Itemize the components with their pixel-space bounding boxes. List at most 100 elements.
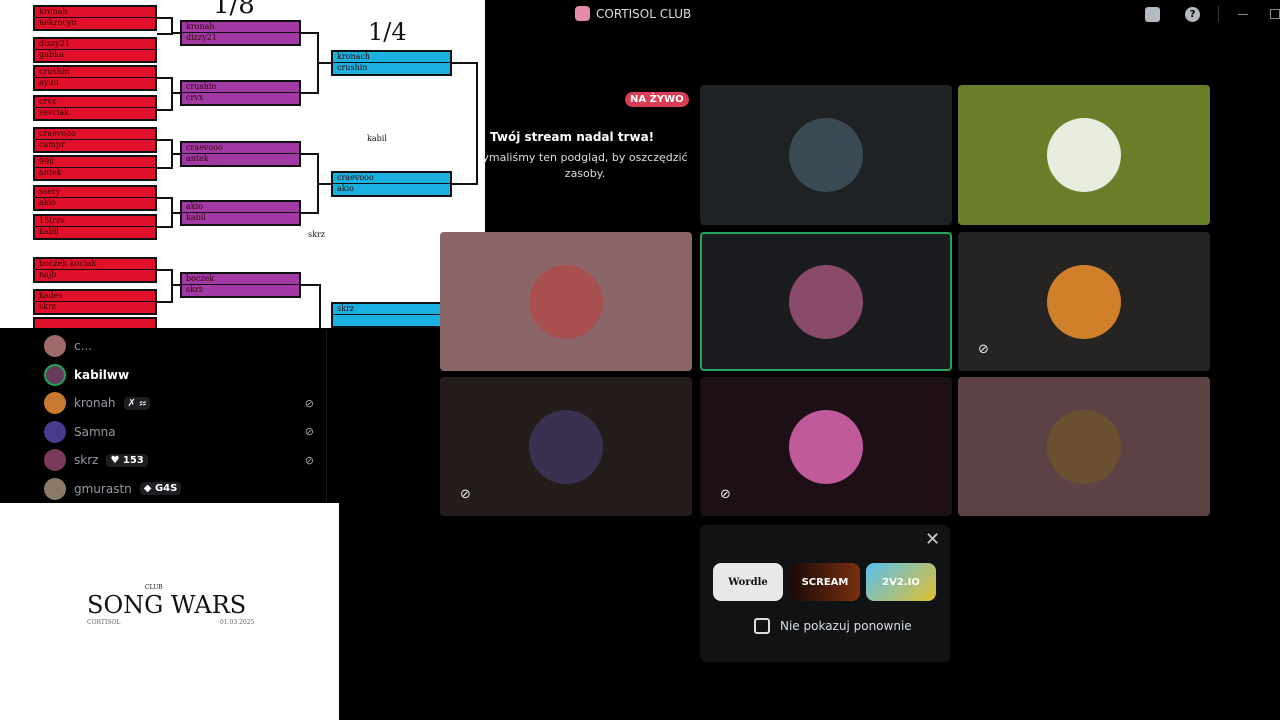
bracket-match: skrz	[331, 302, 452, 328]
bracket-player: dizzy21	[35, 39, 155, 50]
avatar	[44, 363, 66, 386]
bracket-player: campr	[39, 140, 65, 149]
server-icon	[575, 6, 590, 21]
avatar	[789, 264, 863, 339]
stream-heading: Twój stream nadal trwa!	[490, 130, 655, 144]
divider	[1218, 6, 1219, 22]
bracket-player: dizzy21	[186, 33, 217, 42]
video-tile[interactable]	[440, 232, 692, 371]
bracket-player	[333, 315, 450, 326]
song-wars-banner: CLUB SONG WARS CORTISOL 01.03.2025	[0, 503, 339, 720]
stream-paused-notice: NA ŻYWO Twój stream nadal trwa! ymaliśmy…	[440, 85, 691, 225]
bracket-connector	[157, 197, 173, 199]
banner-date: 01.03.2025	[220, 619, 255, 626]
avatar	[789, 118, 863, 192]
bracket-connector	[171, 284, 180, 286]
dont-show-checkbox[interactable]	[754, 618, 770, 634]
stream-body: ymaliśmy ten podgląd, by oszczędzić zaso…	[482, 151, 688, 180]
dont-show-label: Nie pokazuj ponownie	[780, 619, 912, 633]
bracket-connector	[317, 183, 331, 185]
member-name: kabilww	[74, 367, 130, 382]
banner-sub: CORTISOL	[87, 619, 121, 626]
bracket-player: antek	[39, 168, 62, 177]
bracket-connector	[319, 284, 321, 328]
member-item[interactable]: skrz♥ 153⊘	[44, 448, 314, 472]
server-title: CORTISOL CLUB	[575, 6, 691, 21]
activity-popup: ✕ Wordle SCREAM 2V2.IO Nie pokazuj ponow…	[700, 525, 950, 662]
help-icon[interactable]: ?	[1185, 7, 1200, 22]
bracket-connector	[157, 269, 173, 271]
member-badge: ◆ G4S	[139, 482, 182, 495]
bracket-player: akio	[337, 184, 354, 193]
minimize-icon[interactable]	[1238, 14, 1248, 15]
bracket-player: 99k	[35, 157, 155, 168]
bracket-player: craevooo	[182, 143, 299, 154]
avatar	[44, 477, 66, 500]
bracket-connector	[301, 212, 319, 214]
bracket-connector	[157, 33, 173, 35]
bracket-connector	[157, 139, 173, 141]
muted-mic-icon: ⊘	[978, 342, 989, 357]
member-badge: ✗ ⸗⸗	[123, 396, 151, 410]
avatar	[1047, 118, 1121, 192]
game-scream[interactable]: SCREAM	[790, 563, 860, 601]
bracket-connector	[301, 92, 319, 94]
bracket-connector	[452, 183, 478, 185]
bracket-player: crvx	[35, 97, 155, 108]
maximize-icon[interactable]	[1270, 9, 1280, 19]
bracket-player: craevooo	[35, 129, 155, 140]
bracket-connector	[171, 17, 173, 33]
member-item[interactable]: gmurastn ◆ G4S	[44, 477, 314, 501]
video-tile[interactable]: ⊘	[440, 377, 692, 516]
member-name: gmurastn	[74, 481, 132, 496]
game-2v2[interactable]: 2V2.IO	[866, 563, 936, 601]
bracket-player: boczek kociak	[35, 259, 155, 270]
video-tile[interactable]: ⊘	[958, 232, 1210, 371]
bracket-connector	[476, 62, 478, 185]
bracket-player: sevciak	[39, 108, 70, 117]
member-item[interactable]: c...	[44, 334, 314, 358]
bracket-connector	[157, 226, 173, 228]
game-wordle[interactable]: Wordle	[713, 563, 783, 601]
video-tile[interactable]	[958, 85, 1210, 225]
round-label-1-8: 1/8	[213, 0, 255, 20]
close-icon[interactable]: ✕	[925, 529, 941, 550]
muted-mic-icon: ⊘	[304, 396, 314, 410]
bracket-connector	[317, 153, 319, 212]
bracket-connector	[171, 92, 180, 94]
bracket-connector	[157, 167, 173, 169]
video-tile[interactable]	[700, 85, 952, 225]
bracket-connector	[157, 109, 173, 111]
bracket-player: akio	[182, 202, 299, 213]
bracket-connector	[157, 17, 173, 19]
video-tile[interactable]: ⊘	[700, 377, 952, 516]
muted-mic-icon: ⊘	[304, 453, 314, 467]
bracket-player: kades	[35, 291, 155, 302]
avatar	[789, 409, 863, 484]
avatar	[1047, 409, 1121, 484]
bracket-connector	[171, 212, 180, 214]
video-tile[interactable]	[700, 232, 952, 371]
member-item[interactable]: kabilww	[44, 363, 314, 387]
bracket-player: ayuu	[39, 78, 59, 87]
server-name: CORTISOL CLUB	[596, 6, 692, 21]
member-item[interactable]: kronah✗ ⸗⸗⊘	[44, 391, 314, 415]
bracket-connector	[301, 153, 319, 155]
bracket-player: skrz	[333, 304, 450, 315]
video-tile[interactable]	[958, 377, 1210, 516]
bracket-player: antek	[186, 154, 209, 163]
avatar	[44, 335, 66, 357]
member-item[interactable]: Samna⊘	[44, 420, 314, 444]
avatar	[529, 264, 603, 339]
inbox-icon[interactable]	[1145, 7, 1160, 22]
bracket-connector	[171, 197, 173, 226]
bracket-player: kronach	[333, 52, 450, 63]
